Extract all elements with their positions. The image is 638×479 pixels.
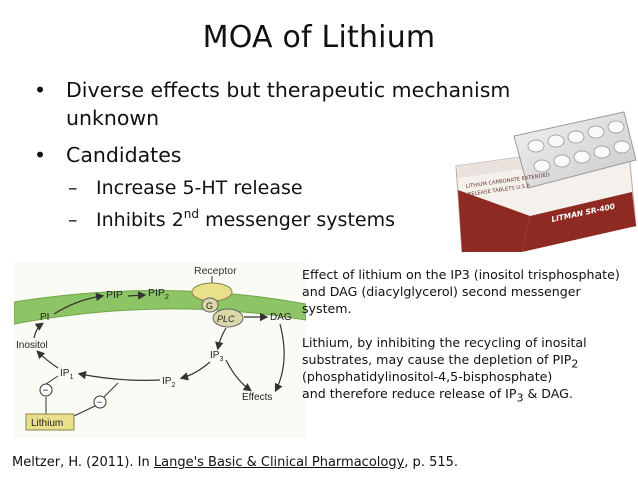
caption-line: Effect of lithium on the IP3 (inositol t…: [302, 267, 620, 282]
sub-bullet-marker: –: [68, 177, 78, 199]
ip2-label: IP2: [162, 376, 175, 389]
sub-bullet-text-end: messenger systems: [199, 209, 395, 231]
ip3-dag-pathway-diagram: Receptor G PLC PIP PIP2 PI DAG IP3 Effec…: [14, 262, 306, 438]
ip3-to-ip2-arrow: [179, 361, 211, 381]
plc-to-ip3-arrow: [215, 327, 227, 351]
pi-label: PI: [40, 312, 49, 323]
lithium-label: Lithium: [31, 418, 63, 429]
plc-shape: [212, 308, 244, 328]
inhibition-symbol-2: [93, 395, 107, 409]
citation: Meltzer, H. (2011). In Lange's Basic & C…: [12, 455, 458, 470]
sub-bullet-text: Inhibits 2: [96, 209, 184, 231]
pip2-label: PIP2: [148, 287, 169, 301]
box-red-stripe: [458, 190, 530, 252]
inhibition-symbol-1: [39, 383, 53, 397]
inhibition-minus-2: −: [97, 398, 103, 409]
bullet-candidates: • Candidates: [30, 141, 590, 169]
effects-label: Effects: [242, 392, 272, 403]
slide-title: MOA of Lithium: [202, 20, 436, 55]
dag-label: DAG: [270, 312, 292, 323]
sub-bullet-text: Increase 5-HT release: [96, 177, 303, 199]
bullet-text-continued: unknown: [66, 106, 160, 130]
sub-bullet-marker: –: [68, 209, 78, 231]
ip2-to-ip1-arrow: [77, 370, 161, 381]
caption-spacer: [302, 317, 638, 334]
ip1-to-inositol-arrow: [36, 350, 59, 369]
pi-to-pip-arrow: [53, 292, 105, 315]
bullet-text: Candidates: [66, 143, 182, 167]
bullet-marker: •: [34, 143, 47, 167]
lithium-tablets-image: LITHIUM CARBONATE EXTENDED RELEASE TABLE…: [455, 111, 637, 253]
sub-bullet-5ht: – Increase 5-HT release: [30, 175, 590, 201]
bullet-list: • Diverse effects but therapeutic mechan…: [30, 76, 590, 233]
caption-line: and DAG (diacylglycerol) second messenge…: [302, 284, 581, 299]
pip-to-pip2-arrow: [127, 291, 147, 300]
lithium-inhibits-line-2: [73, 405, 96, 417]
citation-book-title: Lange's Basic & Clinical Pharmacology: [153, 455, 405, 470]
citation-author: Meltzer, H. (2011). In: [12, 455, 154, 470]
g-protein-shape: [201, 297, 219, 313]
tablets: [527, 120, 631, 173]
sub-bullet-second-messenger: – Inhibits 2nd messenger systems: [30, 207, 590, 233]
citation-page: , p. 515.: [404, 455, 459, 470]
caption-line: system.: [302, 301, 352, 316]
diagram-caption: Effect of lithium on the IP3 (inositol t…: [302, 266, 638, 405]
plc-label: PLC: [217, 314, 235, 324]
receptor-label: Receptor: [194, 265, 237, 277]
g-protein-label: G: [206, 301, 213, 311]
caption-line-pip2: substrates, may cause the depletion of P…: [302, 352, 579, 371]
superscript-nd: nd: [183, 206, 200, 221]
caption-line: Lithium, by inhibiting the recycling of …: [302, 335, 587, 350]
caption-line: (phosphatidylinositol-4,5-bisphosphate): [302, 369, 553, 384]
box-red-band: [522, 192, 636, 252]
bullet-diverse-effects: • Diverse effects but therapeutic mechan…: [30, 76, 590, 132]
pip-label: PIP: [106, 289, 123, 301]
ip1-label: IP1: [60, 368, 73, 381]
inhibit-target-line-1: [45, 375, 59, 385]
ip3-label: IP3: [210, 350, 223, 363]
caption-line-ip3: and therefore reduce release of IP3 & DA…: [302, 386, 573, 405]
lithium-box: [25, 413, 75, 431]
inhibit-target-line-2: [103, 382, 119, 398]
bullet-marker: •: [34, 78, 47, 102]
ip3-to-effects-arrow: [225, 359, 252, 392]
dag-to-effects-arrow: [274, 323, 285, 393]
inhibition-minus-1: −: [43, 386, 49, 397]
inositol-label: Inositol: [16, 340, 48, 351]
bullet-text: Diverse effects but therapeutic mechanis…: [66, 78, 511, 102]
inositol-to-pi-arrow: [33, 322, 44, 339]
